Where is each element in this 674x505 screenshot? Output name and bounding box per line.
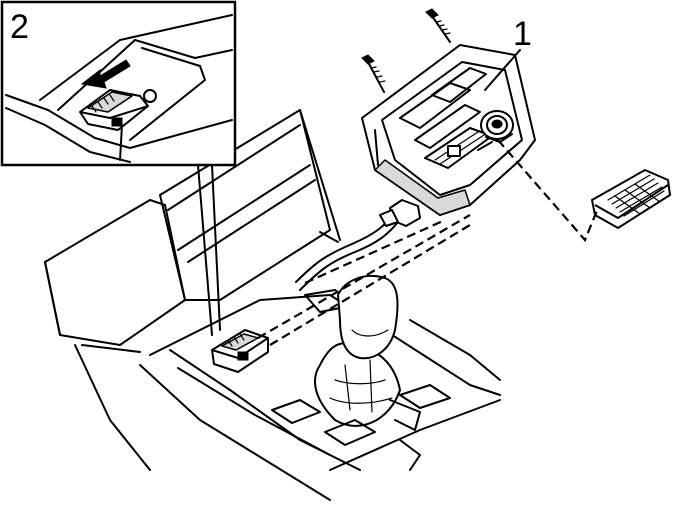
screw-left (361, 54, 386, 93)
harness-plug (379, 199, 421, 227)
callout-1-label: 1 (513, 15, 532, 53)
inset-leader (197, 164, 213, 336)
wiring-harness-2 (295, 214, 393, 283)
callout-2-label: 2 (10, 8, 29, 46)
switch-panel (361, 44, 536, 216)
callout-1-leader (484, 49, 521, 91)
assembly-guide-lines (257, 139, 600, 346)
ashtray-insert (591, 169, 671, 229)
center-console (44, 109, 501, 501)
console-switch-connector (211, 329, 269, 373)
detail-inset (0, 0, 237, 167)
screw-upper (425, 8, 451, 43)
wiring-harness (299, 221, 399, 291)
